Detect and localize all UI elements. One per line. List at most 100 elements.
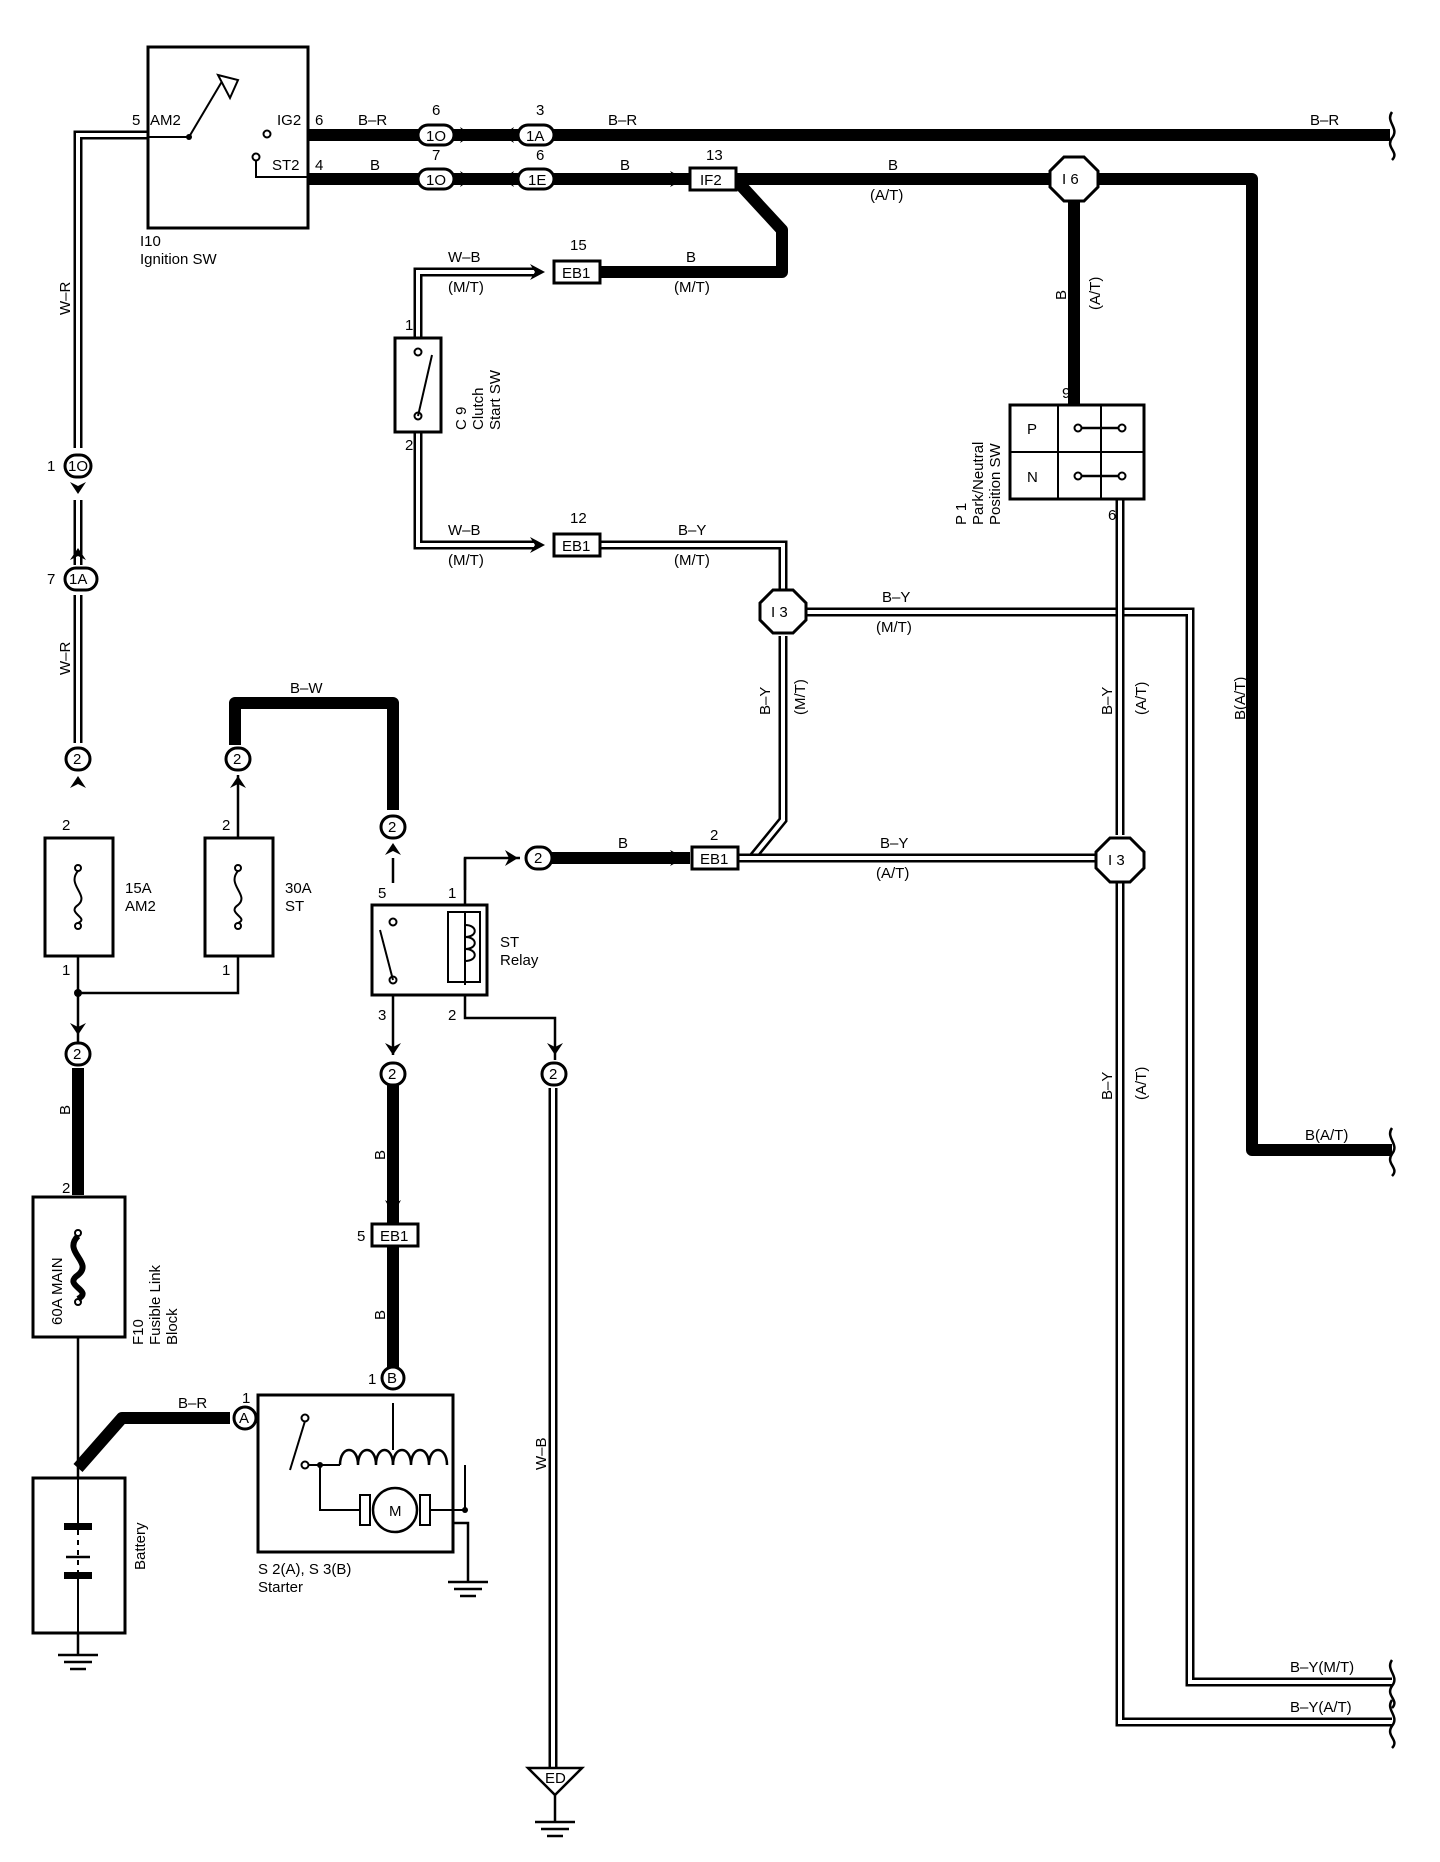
connector-2[interactable]: 2 — [524, 845, 554, 871]
svg-text:B–Y: B–Y — [880, 835, 908, 852]
connector-2[interactable]: 2 — [379, 1061, 407, 1087]
connector-eb1[interactable]: EB1 — [552, 532, 602, 558]
connector-eb1[interactable]: EB1 — [552, 259, 602, 285]
svg-text:5: 5 — [378, 885, 386, 902]
svg-text:(A/T): (A/T) — [876, 865, 909, 882]
pn-position-p: P — [1027, 421, 1037, 438]
svg-text:B–Y: B–Y — [1099, 1072, 1116, 1100]
svg-text:B: B — [372, 1310, 389, 1320]
svg-text:6: 6 — [432, 102, 440, 119]
svg-text:6: 6 — [315, 112, 323, 129]
fuse-st[interactable]: 30A ST — [203, 836, 312, 958]
wire-end-symbols — [1388, 111, 1396, 1749]
svg-text:W–R: W–R — [57, 642, 74, 676]
fusible-link-name-2: Block — [164, 1308, 181, 1345]
connector-1o[interactable]: 1O — [416, 167, 456, 191]
connector-1o[interactable]: 1O — [63, 453, 93, 479]
svg-text:(A/T): (A/T) — [1133, 1067, 1150, 1100]
st-relay-name-2: Relay — [500, 952, 539, 969]
svg-text:1: 1 — [368, 1371, 376, 1388]
connector-a[interactable]: A — [232, 1405, 258, 1431]
connector-i6[interactable]: I 6 — [1048, 155, 1100, 203]
svg-text:B–R: B–R — [358, 112, 387, 129]
fuse-am2[interactable]: 15A AM2 — [43, 836, 156, 958]
svg-text:B–Y: B–Y — [1099, 687, 1116, 715]
fusible-link-id: F10 — [130, 1319, 147, 1345]
svg-text:2: 2 — [710, 827, 718, 844]
connector-1a[interactable]: 1A — [63, 566, 99, 592]
double-wires — [73, 130, 1392, 1768]
connector-i3[interactable]: I 3 — [1094, 836, 1146, 884]
connector-2[interactable]: 2 — [64, 746, 92, 772]
svg-text:I 6: I 6 — [1062, 171, 1079, 188]
park-neutral-switch[interactable]: P N P 1 Park/Neutral Position SW — [953, 403, 1146, 525]
svg-text:1A: 1A — [526, 128, 544, 145]
starter-name: Starter — [258, 1579, 303, 1596]
svg-text:2: 2 — [222, 817, 230, 834]
svg-text:5: 5 — [357, 1228, 365, 1245]
fuse-am2-rating: 15A — [125, 880, 152, 897]
svg-text:6: 6 — [536, 147, 544, 164]
connector-b[interactable]: B — [380, 1365, 406, 1391]
connector-2[interactable]: 2 — [64, 1041, 92, 1067]
svg-text:7: 7 — [432, 147, 440, 164]
ground-symbols: ED — [58, 1580, 586, 1838]
svg-text:1O: 1O — [426, 172, 446, 189]
st-relay[interactable]: ST Relay — [370, 903, 539, 997]
connector-1e[interactable]: 1E — [516, 167, 556, 191]
ignition-sw-name: Ignition SW — [140, 251, 218, 268]
clutch-start-switch[interactable]: C 9 Clutch Start SW — [393, 336, 504, 434]
pin-am2-label: AM2 — [150, 112, 181, 129]
junction-dots — [74, 989, 82, 997]
connector-if2[interactable]: IF2 — [688, 166, 738, 192]
connector-2[interactable]: 2 — [379, 814, 407, 840]
pn-position-n: N — [1027, 469, 1038, 486]
wire-bw — [229, 697, 399, 810]
svg-text:6: 6 — [1108, 507, 1116, 524]
svg-text:2: 2 — [405, 437, 413, 454]
ignition-switch[interactable]: AM2 IG2 ST2 I10 Ignition SW — [140, 45, 310, 268]
svg-text:1A: 1A — [69, 571, 87, 588]
svg-text:W–B: W–B — [448, 249, 481, 266]
svg-text:EB1: EB1 — [380, 1228, 408, 1245]
svg-text:B: B — [620, 157, 630, 174]
svg-text:2: 2 — [388, 819, 396, 836]
fuse-st-name: ST — [285, 898, 304, 915]
svg-text:(A/T): (A/T) — [1087, 277, 1104, 310]
svg-text:1: 1 — [448, 885, 456, 902]
svg-text:2: 2 — [233, 751, 241, 768]
st-relay-name-1: ST — [500, 934, 519, 951]
svg-text:B: B — [1053, 290, 1070, 300]
connector-arrows — [70, 127, 685, 1215]
svg-text:B–R: B–R — [608, 112, 637, 129]
svg-text:W–R: W–R — [57, 282, 74, 316]
svg-text:B(A/T): B(A/T) — [1232, 677, 1249, 720]
connector-2[interactable]: 2 — [540, 1061, 568, 1087]
svg-text:(A/T): (A/T) — [1133, 682, 1150, 715]
svg-text:13: 13 — [706, 147, 723, 164]
connector-i3[interactable]: I 3 — [758, 588, 808, 635]
svg-text:B(A/T): B(A/T) — [1305, 1127, 1348, 1144]
wire-st2-b — [307, 173, 1392, 1156]
svg-text:9: 9 — [1062, 385, 1070, 402]
starter[interactable]: M S 2(A), S 3(B) Starter — [256, 1393, 468, 1596]
svg-text:(A/T): (A/T) — [870, 187, 903, 204]
svg-text:1O: 1O — [68, 458, 88, 475]
svg-text:3: 3 — [378, 1007, 386, 1024]
connector-1o[interactable]: 1O — [416, 123, 456, 147]
connector-eb1[interactable]: EB1 — [370, 1222, 420, 1248]
connector-1a[interactable]: 1A — [516, 123, 556, 147]
battery[interactable]: Battery — [31, 1476, 149, 1635]
svg-text:I 3: I 3 — [771, 604, 788, 621]
svg-text:W–B: W–B — [533, 1437, 550, 1470]
ignition-sw-id: I10 — [140, 233, 161, 250]
svg-text:15: 15 — [570, 237, 587, 254]
pin-numbers: 5 6 4 6 3 7 6 13 15 1 2 12 9 6 1 7 2 1 2… — [47, 102, 1116, 1407]
ground-ed[interactable]: ED — [524, 1766, 586, 1838]
svg-text:(M/T): (M/T) — [674, 552, 710, 569]
connector-eb1[interactable]: EB1 — [690, 845, 740, 871]
fusible-link-block[interactable]: 60A MAIN F10 Fusible Link Block — [31, 1195, 181, 1345]
svg-text:B: B — [387, 1370, 397, 1387]
svg-text:B: B — [370, 157, 380, 174]
connector-2[interactable]: 2 — [224, 746, 252, 772]
